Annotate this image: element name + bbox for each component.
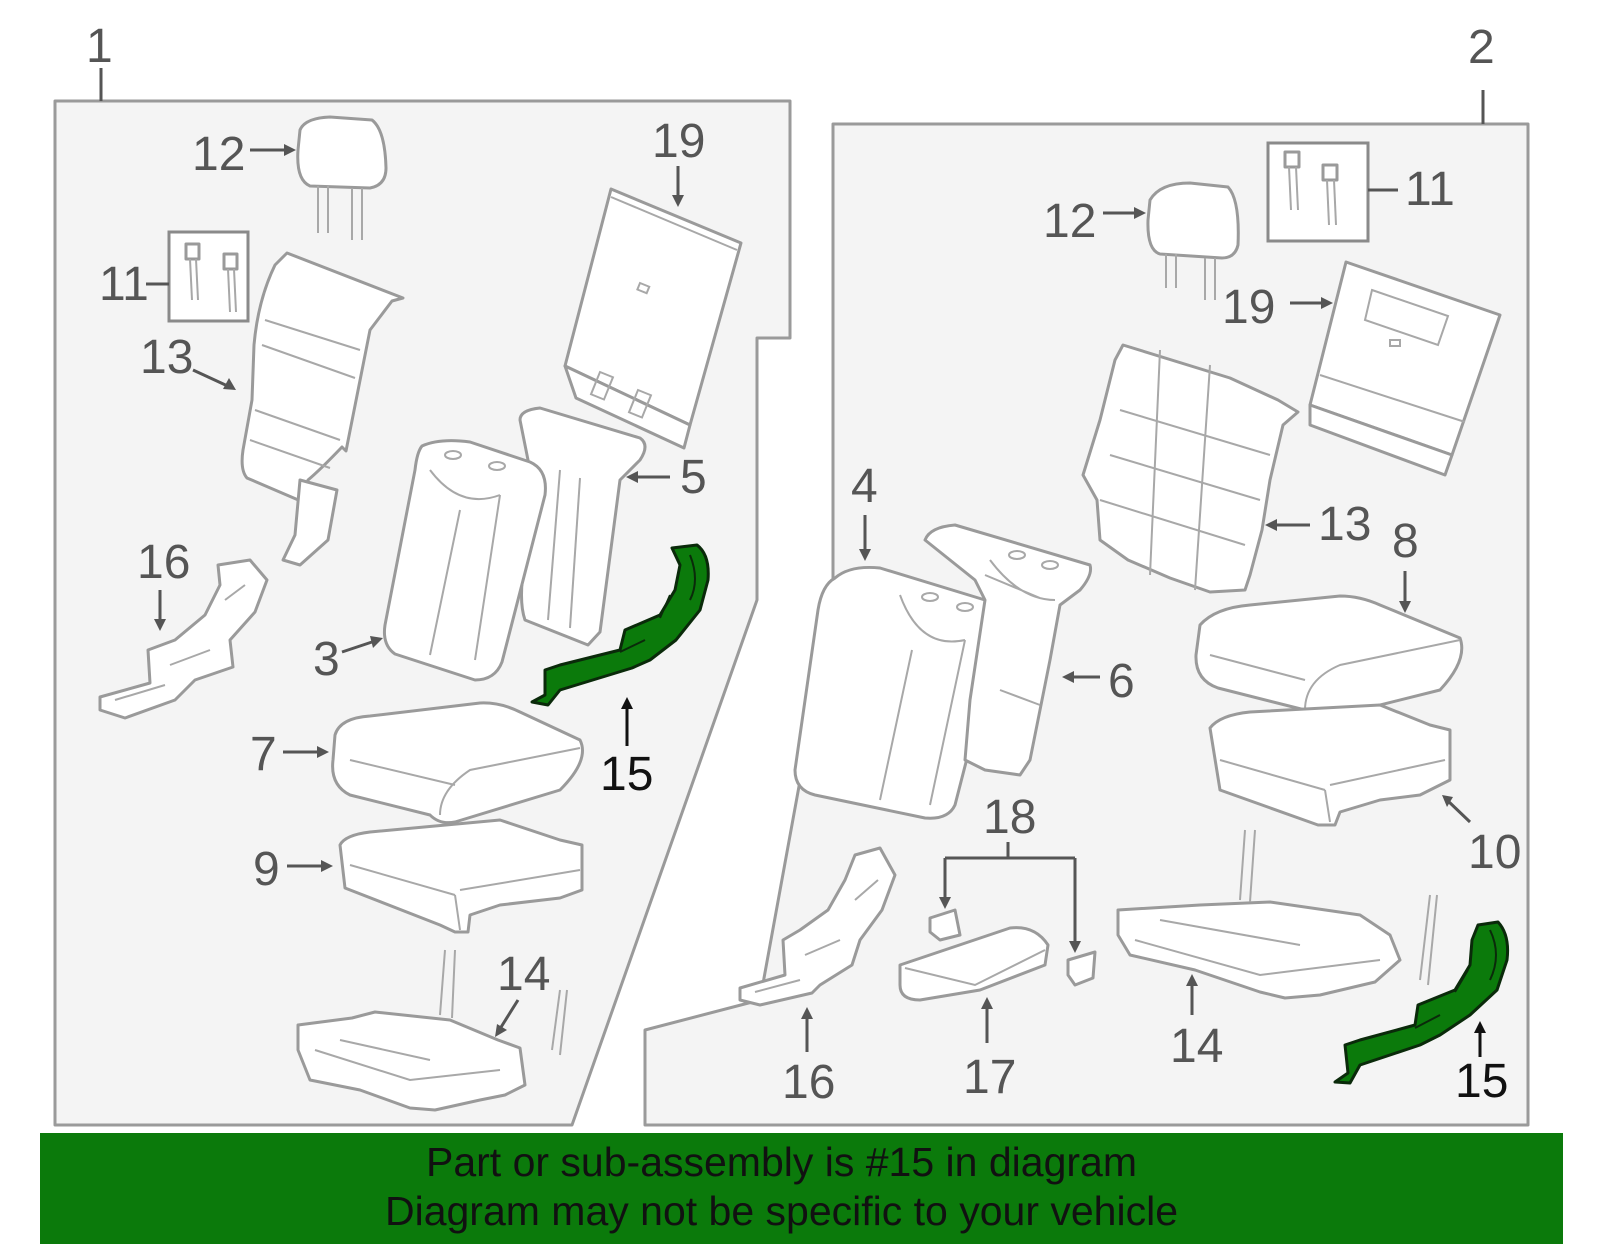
right-armrest-cap-left-part xyxy=(928,908,962,942)
callout-right-11: 11 xyxy=(1405,163,1455,216)
callout-right-6: 6 xyxy=(1108,655,1135,708)
callout-right-18: 18 xyxy=(983,791,1036,844)
callout-right-14: 14 xyxy=(1170,1020,1223,1073)
callout-left-13: 13 xyxy=(140,331,193,384)
callout-right-13: 13 xyxy=(1318,498,1371,551)
callout-right-12: 12 xyxy=(1043,195,1096,248)
callout-right-19: 19 xyxy=(1222,281,1275,334)
callout-left-7: 7 xyxy=(250,728,277,781)
callout-left-15: 15 xyxy=(600,748,653,801)
callout-left-12: 12 xyxy=(192,128,245,181)
callout-right-15: 15 xyxy=(1455,1055,1508,1108)
callout-left-5: 5 xyxy=(680,451,707,504)
callout-right-17: 17 xyxy=(963,1051,1016,1104)
right-seat-frame-part xyxy=(1116,829,1438,1000)
callout-right-16: 16 xyxy=(782,1056,835,1109)
callout-left-14: 14 xyxy=(497,948,550,1001)
left-part-15-highlight xyxy=(530,543,710,707)
banner-line-2: Diagram may not be specific to your vehi… xyxy=(384,1188,1178,1234)
left-seatback-panel-part xyxy=(563,187,743,450)
callout-right-4: 4 xyxy=(851,460,878,513)
right-headrest-part xyxy=(1146,181,1240,300)
right-part-15-highlight xyxy=(1333,920,1510,1085)
right-side-trim-bracket-part xyxy=(738,846,897,1007)
callout-left-19: 19 xyxy=(652,115,705,168)
right-bolt-kit-part xyxy=(1283,150,1339,226)
callout-left-1: 1 xyxy=(86,20,113,73)
right-armrest-part xyxy=(898,926,1050,1002)
right-seat-cushion-part xyxy=(1194,594,1464,718)
right-assembly-panel: 2 12 11 xyxy=(643,21,1530,1127)
banner-line-1: Part or sub-assembly is #15 in diagram xyxy=(426,1139,1137,1185)
callout-left-16: 16 xyxy=(137,536,190,589)
right-seatback-panel-part xyxy=(1308,260,1502,477)
info-banner: Part or sub-assembly is #15 in diagram D… xyxy=(40,1133,1563,1244)
right-bolt-kit-box xyxy=(1266,141,1370,243)
left-seat-cushion-part xyxy=(331,701,584,825)
left-backrest-cushion-part xyxy=(383,439,547,682)
left-seat-frame-part xyxy=(296,949,568,1112)
left-side-trim-bracket-part xyxy=(98,558,269,720)
left-assembly-panel: 1 12 19 xyxy=(53,20,792,1127)
callout-left-9: 9 xyxy=(253,843,280,896)
right-armrest-cap-right-part xyxy=(1066,950,1097,987)
callout-right-10: 10 xyxy=(1468,826,1521,879)
callout-right-8: 8 xyxy=(1392,515,1419,568)
left-seatback-frame-part xyxy=(240,251,405,567)
right-seat-pad-part xyxy=(1208,703,1452,827)
callout-right-2: 2 xyxy=(1468,21,1495,74)
left-headrest-part xyxy=(296,115,388,240)
right-backrest-cushion-part xyxy=(793,566,1002,820)
right-seatback-frame-part xyxy=(1081,343,1300,594)
left-bolt-kit-part xyxy=(184,242,239,313)
callout-left-3: 3 xyxy=(313,633,340,686)
left-seat-pad-part xyxy=(338,818,584,934)
callout-left-11: 11 xyxy=(99,258,149,311)
right-backrest-cover-part xyxy=(923,523,1092,777)
